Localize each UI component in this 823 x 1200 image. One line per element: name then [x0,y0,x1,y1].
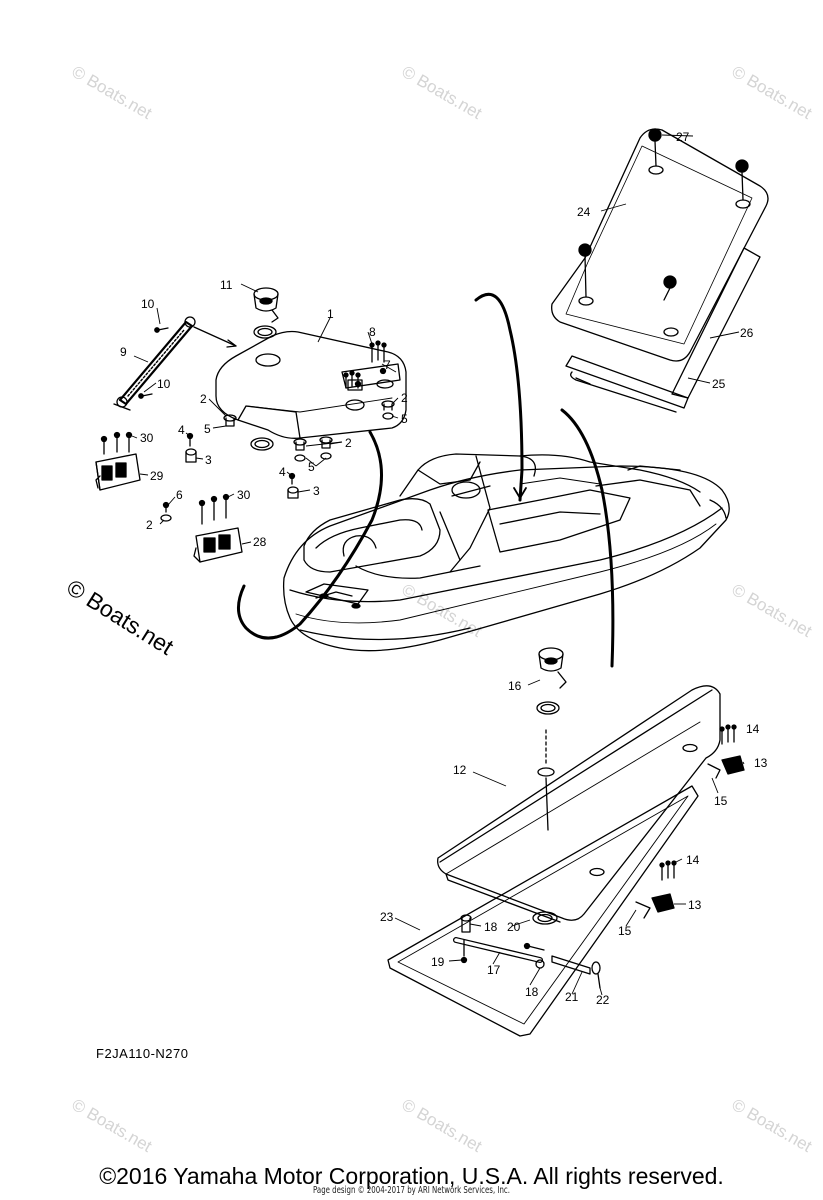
fasteners-2-4-5 [160,400,395,522]
callout-4a: 4 [178,423,185,437]
lid-gasket-23 [387,785,699,1037]
callout-28: 28 [253,535,267,549]
callout-8: 8 [369,325,376,339]
callout-12: 12 [453,763,467,777]
callout-2a: 2 [200,392,207,406]
callout-7: 7 [384,358,391,372]
callout-30b: 30 [237,488,251,502]
callout-1: 1 [327,307,334,321]
hinge-7 [341,340,401,391]
callout-17: 17 [487,963,501,977]
callout-24: 24 [577,205,591,219]
callout-3a: 3 [205,453,212,467]
rivets-27 [578,128,749,289]
cleat-11 [250,287,279,451]
callout-10: 10 [141,297,155,311]
callout-20: 20 [507,920,521,934]
callout-13a: 13 [754,756,768,770]
callout-10b: 10 [157,377,171,391]
callout-19: 19 [431,955,445,969]
latch-13-upper [707,724,745,779]
callout-16: 16 [508,679,522,693]
storage-lid-lower [437,685,721,923]
callout-11: 11 [220,278,233,292]
callout-6: 6 [176,488,183,502]
callout-21: 21 [565,990,579,1004]
gas-strut-9 [113,316,196,411]
callout-14b: 14 [686,853,700,867]
callout-18a: 18 [484,920,498,934]
switch-panel-29 [95,431,141,491]
latch-13-lower [635,860,677,919]
callout-23: 23 [380,910,394,924]
switch-panel-28 [193,493,243,563]
callout-25: 25 [712,377,726,391]
callout-14a: 14 [746,722,760,736]
callout-3b: 3 [313,484,320,498]
callout-30a: 30 [140,431,154,445]
diagram-code: F2JA110-N270 [96,1046,189,1061]
page-design-credit: Page design © 2004-2017 by ARI Network S… [313,1185,510,1196]
callout-27: 27 [676,130,690,144]
callout-5c: 5 [308,460,315,474]
callout-5b: 5 [401,412,408,426]
callout-2d: 2 [146,518,153,532]
callout-4b: 4 [279,465,286,479]
callout-15a: 15 [714,794,728,808]
callout-29: 29 [150,469,164,483]
callout-18b: 18 [525,985,539,999]
callout-9: 9 [120,345,127,359]
callout-22: 22 [596,993,610,1007]
cleat-16 [536,647,567,715]
lid-gasket-frame [565,247,761,413]
callout-26: 26 [740,326,754,340]
callout-13b: 13 [688,898,702,912]
callout-5a: 5 [204,422,211,436]
callout-15b: 15 [618,924,632,938]
callout-2c: 2 [345,436,352,450]
callout-2b: 2 [401,391,408,405]
boat-hull [282,453,730,652]
copyright-notice: ©2016 Yamaha Motor Corporation, U.S.A. A… [99,1163,724,1189]
hinge-rod-17 [453,911,601,989]
